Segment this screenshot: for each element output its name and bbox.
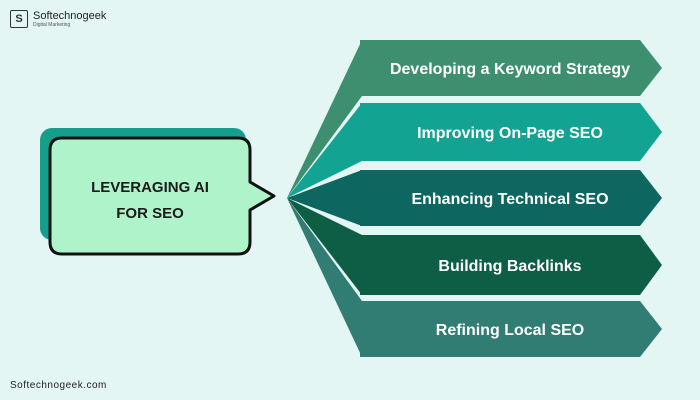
item-banner	[360, 170, 662, 226]
item-banner	[360, 40, 662, 96]
connector-fan	[287, 198, 362, 295]
connector-fans	[287, 40, 362, 357]
item-banners	[360, 40, 662, 357]
item-banner	[360, 235, 662, 295]
item-label: Improving On-Page SEO	[417, 125, 603, 142]
center-speech-box	[48, 136, 276, 256]
item-banner	[360, 301, 662, 357]
connector-fan	[287, 103, 362, 198]
center-title-line1: LEVERAGING AI	[91, 179, 209, 196]
item-label: Refining Local SEO	[436, 322, 584, 339]
item-label: Developing a Keyword Strategy	[390, 61, 630, 78]
item-banner	[360, 103, 662, 161]
item-label: Building Backlinks	[438, 258, 581, 275]
brand-tagline: Digital Marketing	[33, 21, 71, 28]
footer-url: Softechnogeek.com	[10, 380, 107, 391]
logo-icon: S	[10, 10, 28, 28]
item-label: Enhancing Technical SEO	[411, 191, 608, 208]
connector-fan	[287, 170, 362, 226]
connector-fan	[287, 40, 362, 198]
center-title-line2: FOR SEO	[116, 205, 184, 222]
connector-fan	[287, 198, 362, 357]
brand-name: Softechnogeek	[33, 9, 107, 22]
brand-logo: S Softechnogeek Digital Marketing	[10, 10, 106, 28]
